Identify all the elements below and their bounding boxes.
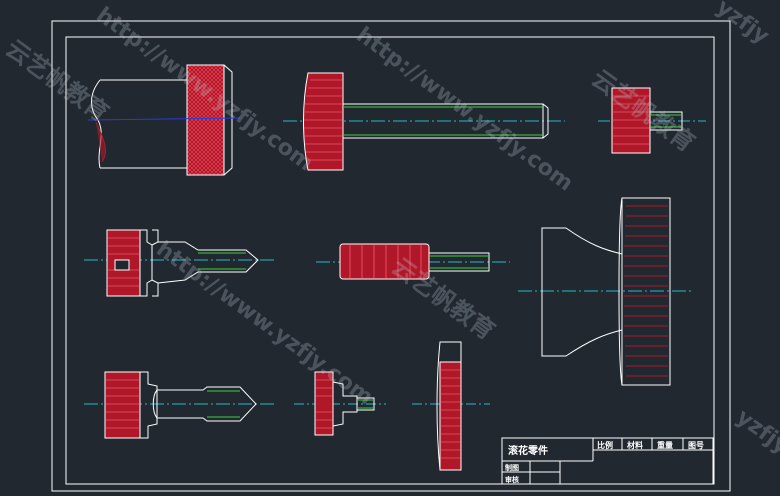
part-short-cylinder <box>316 243 510 280</box>
title-block <box>501 437 714 485</box>
title-header-material: 材料 <box>627 440 643 450</box>
watermark-corner-top: yzfjy <box>711 0 773 49</box>
title-header-scale: 比例 <box>597 440 613 450</box>
title-header-drawing-no: 图号 <box>688 441 704 450</box>
watermark-url-center: http://www.yzfjy.com <box>351 23 577 197</box>
watermark-brand-left: 云艺帆教育 <box>0 34 114 127</box>
watermark-corner-bottom: yzfjy <box>731 405 780 460</box>
part-shaft-knurled-head <box>87 64 241 176</box>
title-row-drafted: 制图 <box>505 463 519 472</box>
part-large-knob <box>518 197 692 386</box>
drawing-frame <box>51 20 731 492</box>
part-stepped-pin <box>84 371 276 439</box>
title-part-name: 滚花零件 <box>508 444 548 457</box>
title-header-weight: 重量 <box>657 440 673 450</box>
part-thin-disc-knob <box>412 341 490 471</box>
title-row-reviewed: 审核 <box>505 475 519 484</box>
watermark-brand-center: 云艺帆教育 <box>386 252 500 345</box>
part-tapered-pin <box>84 229 274 297</box>
part-small-stepped-knob <box>294 371 386 436</box>
part-small-knob <box>598 87 706 154</box>
part-long-pin <box>283 72 565 171</box>
